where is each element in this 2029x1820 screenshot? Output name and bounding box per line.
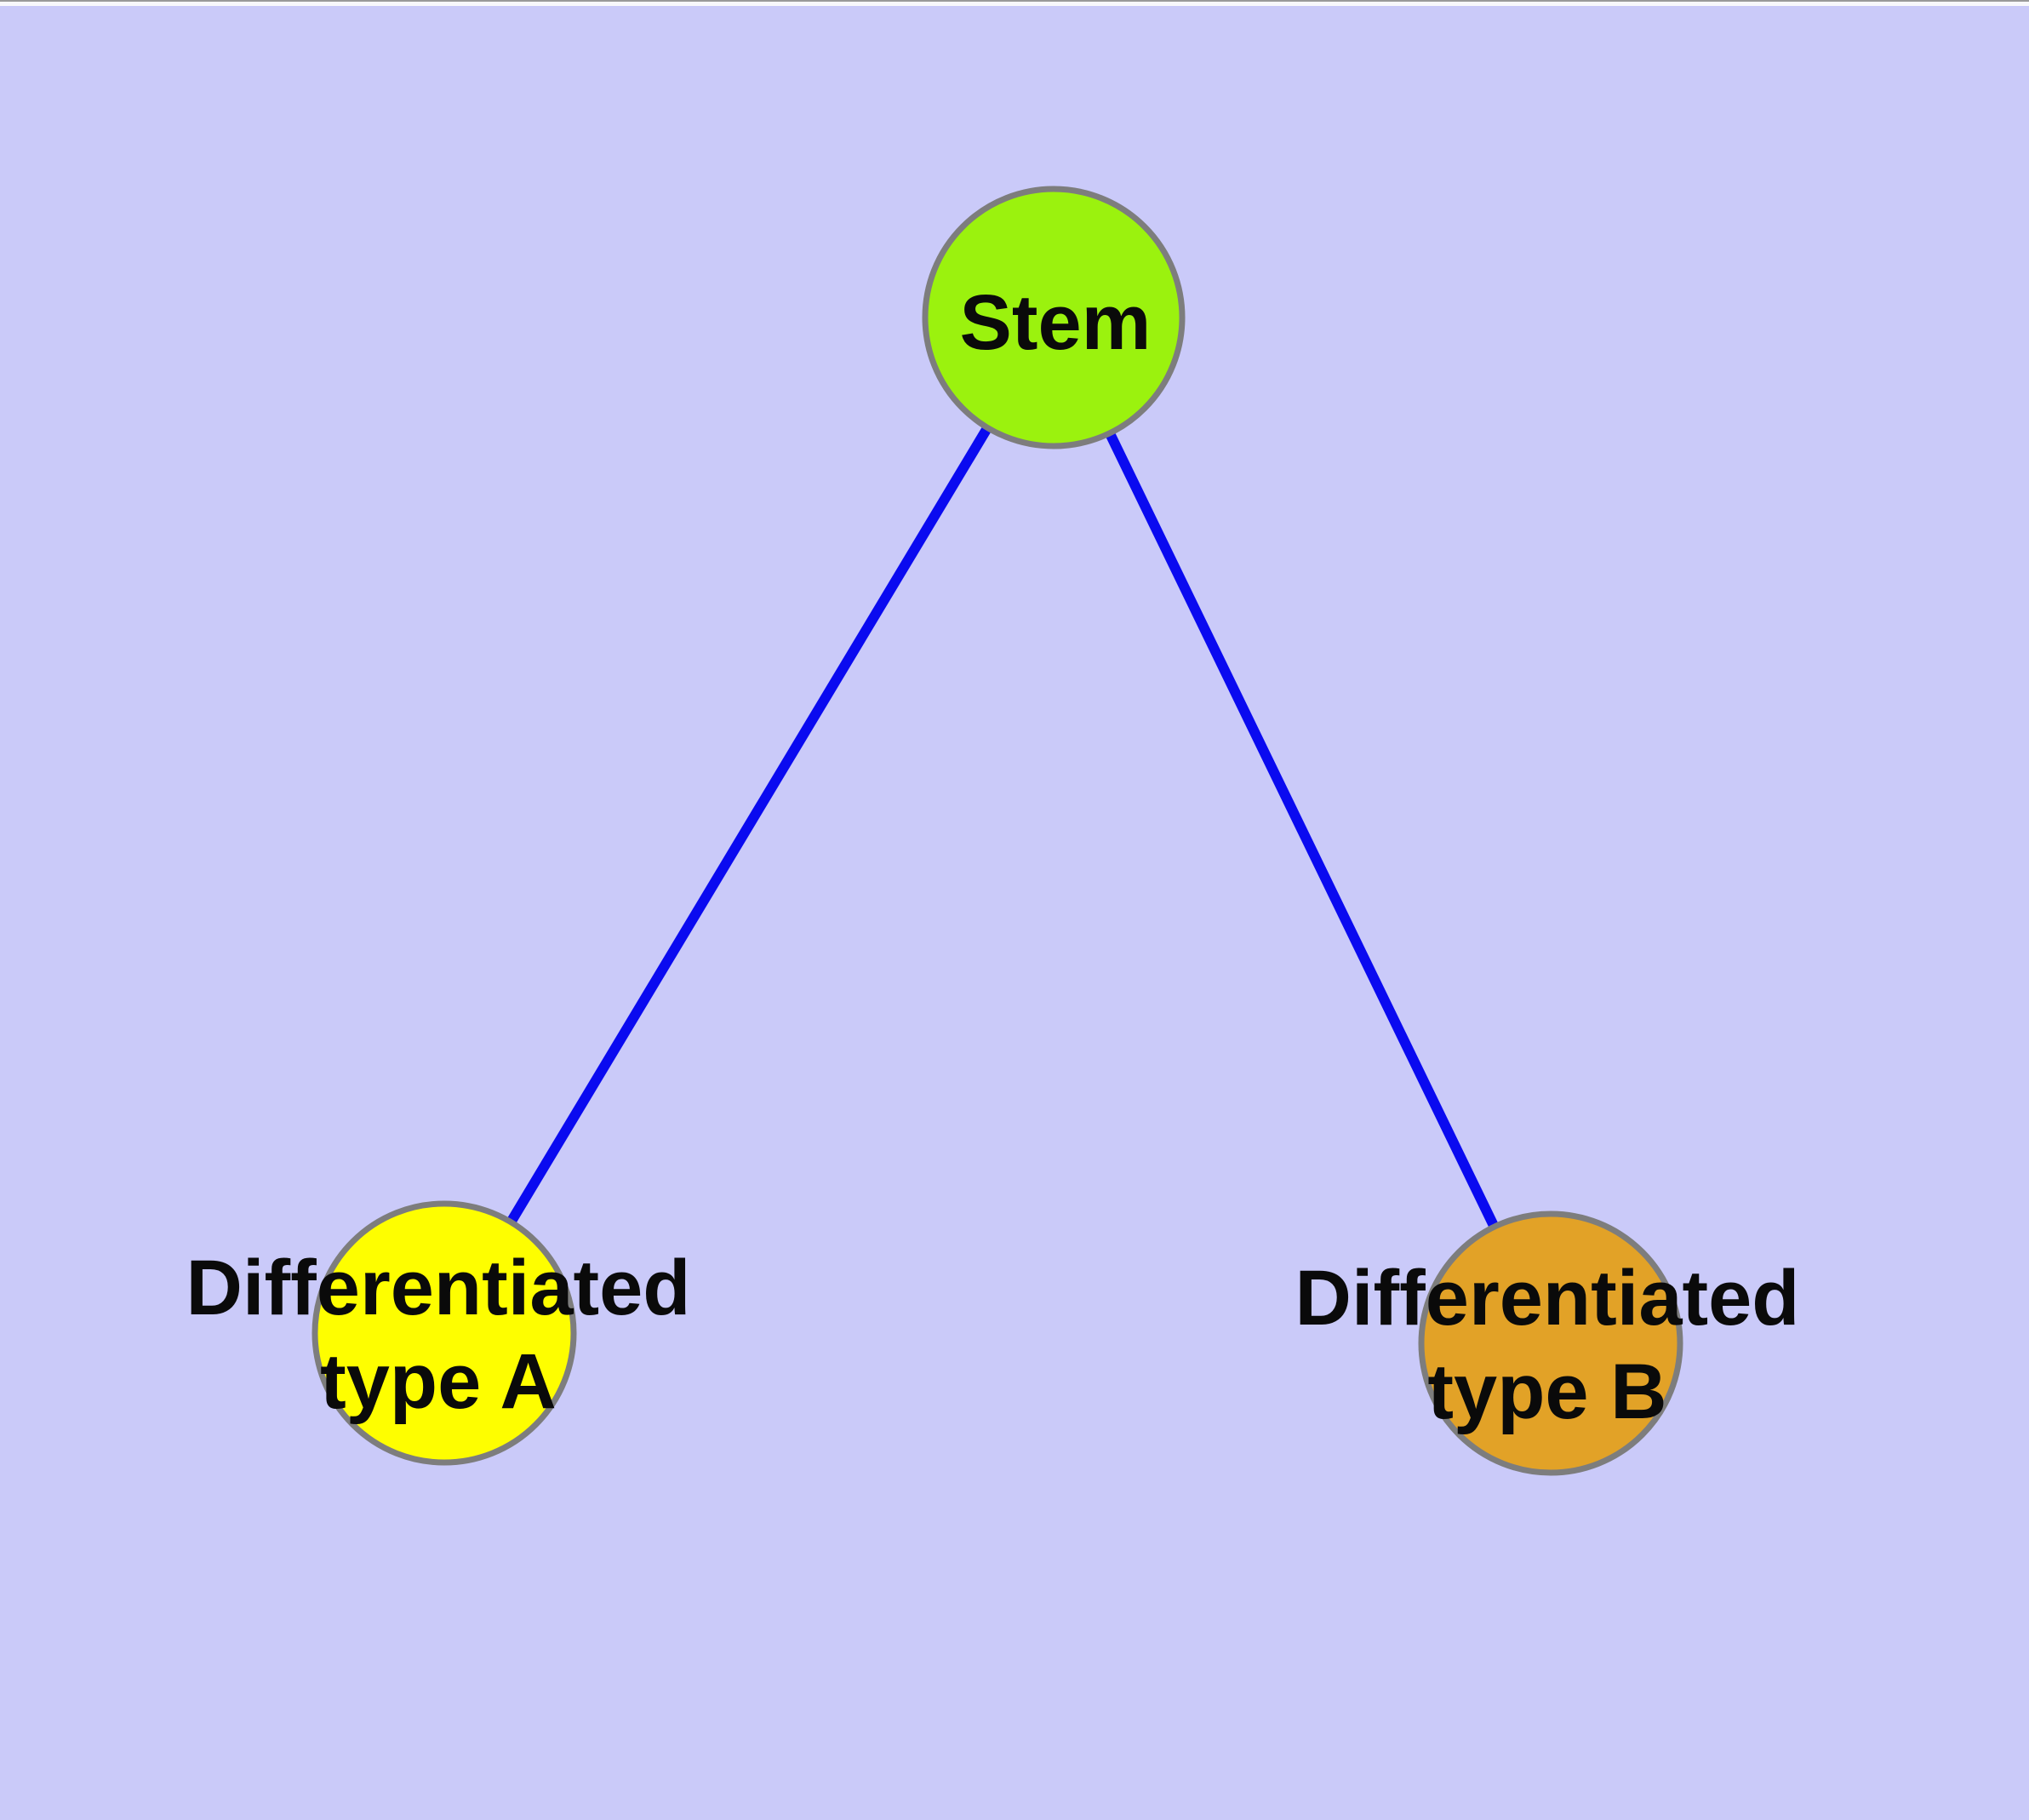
node-type-b-label-line1: Differentiated [1295,1255,1800,1342]
top-window-strip [0,0,2029,6]
edges [439,314,1556,1346]
node-stem [922,186,1186,449]
node-differentiated-type-a [311,1200,577,1466]
node-stem-label: Stem [960,279,1152,366]
edge-stem-to-type-b [1049,315,1556,1346]
top-window-border [0,0,2029,2]
nodes [311,186,1683,1476]
node-type-b-label-line2: type B [1427,1348,1666,1435]
node-type-a-label-line1: Differentiated [186,1245,691,1331]
node-labels: Stem Differentiated type A Differentiate… [186,279,1800,1435]
node-type-a-label-line2: type A [320,1338,557,1425]
node-differentiated-type-b [1418,1210,1683,1476]
edge-stem-to-type-a [439,314,1059,1336]
